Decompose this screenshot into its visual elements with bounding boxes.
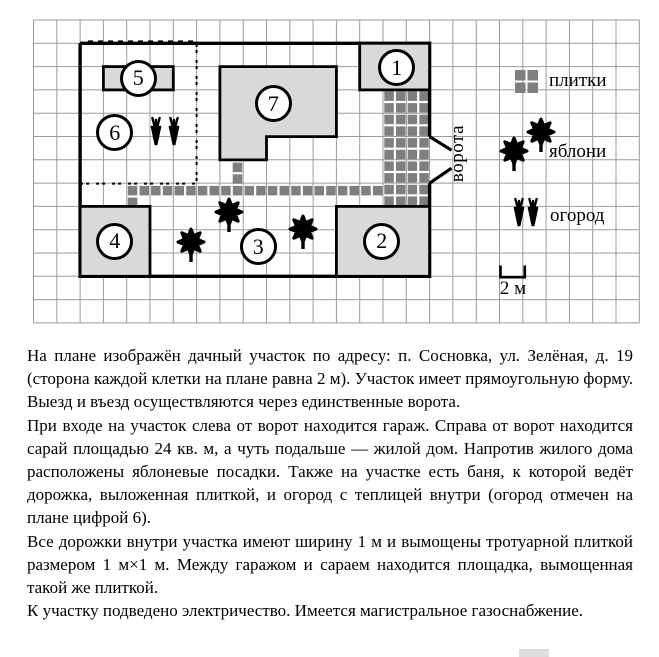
scale-label: 2 м (499, 278, 527, 299)
legend-tiles-label: плитки (549, 70, 607, 91)
plan-drawing (33, 19, 640, 324)
gate-label-text: ворота (447, 125, 468, 183)
carrot-icon (513, 197, 525, 227)
paragraph: На плане изображён дачный участок по адр… (27, 346, 633, 412)
area-marker-7: 7 (254, 85, 292, 123)
legend-apples-label: яблони (549, 141, 607, 162)
apple-tree-icon (288, 214, 318, 251)
screenshot-artifact (519, 649, 549, 657)
carrot-icon (527, 197, 539, 227)
gate-icon (428, 135, 453, 185)
gate-label: ворота (447, 125, 475, 195)
tile-paths (127, 91, 429, 208)
carrot-icon (168, 116, 180, 146)
area-marker-2: 2 (363, 222, 401, 260)
area-marker-6: 6 (96, 114, 134, 152)
apple-tree-icon (176, 227, 206, 264)
legend-garden-label: огород (550, 205, 605, 226)
scale-bar (499, 265, 527, 279)
site-plan: 1 2 3 4 5 6 7 ворота плитки яблони огоро… (33, 19, 640, 324)
paragraph: К участку подведено электричество. Имеет… (27, 601, 584, 621)
problem-description: На плане изображён дачный участок по адр… (27, 344, 633, 622)
area-marker-5: 5 (119, 59, 157, 97)
carrot-icon (150, 116, 162, 146)
paragraph: Все дорожки внутри участка имеют ширину … (27, 531, 633, 598)
tiles-legend-icon (515, 70, 538, 93)
area-marker-1: 1 (378, 49, 416, 87)
paragraph: При входе на участок слева от ворот нахо… (27, 415, 633, 528)
area-marker-3: 3 (239, 228, 277, 266)
area-marker-4: 4 (96, 222, 134, 260)
